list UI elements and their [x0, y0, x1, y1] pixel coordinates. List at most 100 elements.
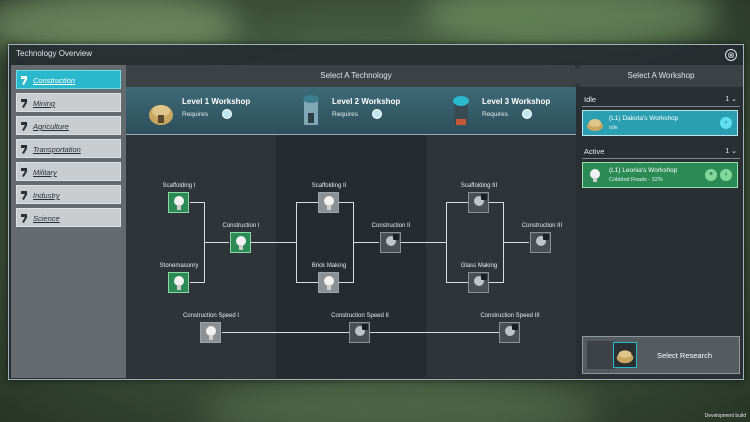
tech-node-construction-speed-iii[interactable]	[499, 322, 520, 343]
divider	[582, 158, 740, 159]
tech-label: Construction I	[222, 223, 260, 229]
tech-panel-header: Select A Technology	[126, 65, 586, 87]
tech-node-construction-speed-ii[interactable]	[349, 322, 370, 343]
technology-overview-window: Technology Overview ⊗ Construction Minin…	[8, 44, 744, 380]
sidebar-item-military[interactable]: Military	[16, 162, 121, 181]
workshop-tower-icon	[453, 96, 469, 125]
connector-line	[204, 242, 229, 243]
sidebar-item-label: Transportation	[33, 145, 81, 154]
workshop-title: Level 2 Workshop	[332, 97, 401, 106]
lightbulb-icon	[236, 236, 246, 246]
tech-node-stonemasonry[interactable]	[168, 272, 189, 293]
workshop-hut-icon	[587, 119, 603, 131]
lock-icon	[362, 324, 368, 330]
sidebar-item-science[interactable]: Science	[16, 208, 121, 227]
connector-line	[353, 242, 379, 243]
idle-workshop-card[interactable]: (L1) Dakota's Workshop Idle ›	[582, 110, 738, 136]
cancel-icon[interactable]: ×	[705, 169, 717, 181]
sidebar-item-agriculture[interactable]: Agriculture	[16, 116, 121, 135]
tech-node-scaffolding-i[interactable]	[168, 192, 189, 213]
sidebar-item-industry[interactable]: Industry	[16, 185, 121, 204]
workshop-panel: Select A Workshop Idle 1 ⌄ (L1) Dakota's…	[579, 65, 743, 378]
sidebar-item-label: Mining	[33, 99, 56, 108]
lightbulb-icon	[474, 196, 484, 206]
connector-line	[339, 202, 353, 203]
connector-line	[446, 202, 468, 203]
requirement-icon	[222, 109, 232, 119]
requirement-icon	[522, 109, 532, 119]
workshop-header-level-2: Level 2 Workshop Requires	[276, 87, 426, 135]
lightbulb-icon	[206, 326, 216, 336]
sidebar-item-label: Construction	[33, 76, 76, 85]
tech-label: Scaffolding I	[162, 183, 196, 189]
sidebar-item-mining[interactable]: Mining	[16, 93, 121, 112]
active-section-label: Active	[584, 147, 605, 156]
sidebar-item-construction[interactable]: Construction	[16, 70, 121, 89]
research-slot-selected	[613, 342, 637, 368]
workshop-header-level-1: Level 1 Workshop Requires	[126, 87, 276, 135]
workshop-requires: Requires	[182, 111, 209, 118]
lock-icon	[543, 234, 549, 240]
tech-node-brick-making[interactable]	[318, 272, 339, 293]
idle-section-toggle[interactable]: 1 ⌄	[725, 95, 737, 103]
connector-line	[446, 202, 447, 283]
tech-label: Construction Speed II	[331, 313, 389, 319]
research-slot	[587, 341, 615, 369]
tech-label: Glass Making	[460, 263, 498, 269]
hammer-icon	[21, 122, 28, 131]
tech-label: Construction Speed I	[182, 313, 240, 319]
workshop-tower-icon	[303, 95, 319, 125]
select-arrow-icon[interactable]: ›	[720, 117, 732, 129]
workshop-name: (L1) Dakota's Workshop	[609, 115, 679, 122]
connector-line	[296, 202, 318, 203]
lightbulb-icon	[355, 326, 365, 336]
tech-node-glass-making[interactable]	[468, 272, 489, 293]
connector-line	[296, 282, 318, 283]
chevron-down-icon: ⌄	[731, 148, 737, 155]
tech-node-construction-ii[interactable]	[380, 232, 401, 253]
select-research-button[interactable]: Select Research	[582, 336, 740, 374]
lightbulb-icon	[505, 326, 515, 336]
active-workshop-card[interactable]: (L1) Leonia's Workshop Cobbled Roads - 3…	[582, 162, 738, 188]
connector-line	[251, 242, 296, 243]
hammer-icon	[21, 99, 28, 108]
close-icon[interactable]: ⊗	[725, 49, 737, 61]
tech-label: Construction Speed III	[480, 313, 540, 319]
tech-label: Stonemasonry	[159, 263, 199, 269]
workshop-hut-icon	[149, 105, 173, 125]
lightbulb-icon	[386, 236, 396, 246]
hammer-icon	[21, 168, 28, 177]
connector-line	[296, 202, 297, 283]
connector-line	[222, 332, 359, 333]
tech-node-scaffolding-iii[interactable]	[468, 192, 489, 213]
title-bar: Technology Overview ⊗	[9, 45, 743, 65]
tech-node-construction-speed-i[interactable]	[200, 322, 221, 343]
tech-tree-panel: Select A Technology Level 1 Workshop Req…	[126, 65, 586, 378]
lightbulb-icon	[174, 196, 184, 206]
tech-label: Scaffolding III	[460, 183, 498, 189]
tech-label: Construction III	[521, 223, 563, 229]
hammer-icon	[21, 191, 28, 200]
tech-node-construction-iii[interactable]	[530, 232, 551, 253]
hammer-icon	[21, 76, 28, 85]
tech-label: Construction II	[371, 223, 411, 229]
active-section-toggle[interactable]: 1 ⌄	[725, 147, 737, 155]
category-sidebar: Construction Mining Agriculture Transpor…	[11, 65, 126, 378]
sidebar-item-transportation[interactable]: Transportation	[16, 139, 121, 158]
active-count: 1	[725, 148, 730, 155]
lightbulb-icon	[536, 236, 546, 246]
lightbulb-icon	[474, 276, 484, 286]
idle-section-label: Idle	[584, 95, 597, 104]
connector-line	[190, 202, 204, 203]
workshop-status: Idle	[609, 125, 618, 131]
research-progress: Cobbled Roads - 32%	[609, 177, 663, 183]
tech-node-scaffolding-ii[interactable]	[318, 192, 339, 213]
select-arrow-icon[interactable]: ›	[720, 169, 732, 181]
lightbulb-icon	[324, 276, 334, 286]
lightbulb-icon	[324, 196, 334, 206]
tech-label: Scaffolding II	[311, 183, 347, 189]
tech-label: Brick Making	[311, 263, 347, 269]
connector-line	[503, 242, 529, 243]
tech-node-construction-i[interactable]	[230, 232, 251, 253]
connector-line	[370, 332, 507, 333]
